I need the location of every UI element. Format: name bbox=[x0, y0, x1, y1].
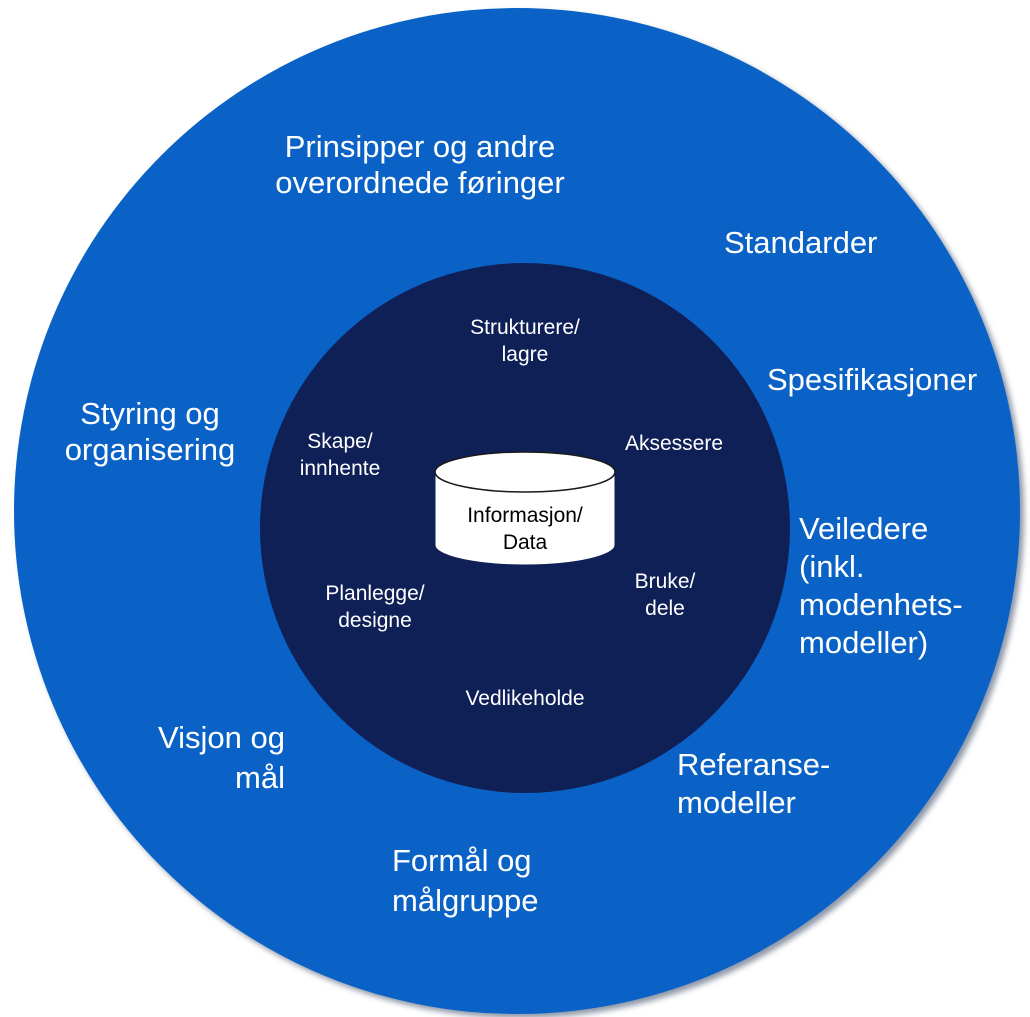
label-guides-line-3: modenhets- bbox=[799, 587, 963, 622]
label-purpose-line-1: Formål og bbox=[392, 843, 532, 878]
label-governance-line-1: Styring og bbox=[80, 396, 220, 431]
label-reference-models: Referanse- modeller bbox=[677, 746, 830, 822]
label-use-line-2: dele bbox=[645, 597, 685, 620]
label-vision: Visjon og mål bbox=[120, 718, 285, 798]
label-reference-models-line-1: Referanse- bbox=[677, 747, 831, 782]
label-structure: Strukturere/ lagre bbox=[425, 314, 625, 368]
label-center-data-line-1: Informasjon/ bbox=[467, 504, 583, 527]
label-structure-line-1: Strukturere/ bbox=[470, 316, 580, 339]
label-governance-line-2: organisering bbox=[64, 432, 236, 467]
label-specifications-line-1: Spesifikasjoner bbox=[767, 362, 978, 397]
label-guides-line-1: Veiledere bbox=[799, 511, 929, 546]
label-structure-line-2: lagre bbox=[501, 343, 549, 366]
label-maintain: Vedlikeholde bbox=[425, 685, 625, 712]
label-use: Bruke/ dele bbox=[615, 568, 715, 622]
label-maintain-line-1: Vedlikeholde bbox=[465, 687, 585, 710]
label-guides-line-2: (inkl. bbox=[799, 549, 865, 584]
label-purpose-line-2: målgruppe bbox=[392, 883, 539, 918]
database-cylinder-icon bbox=[434, 451, 616, 566]
label-principles: Prinsipper og andre overordnede føringer bbox=[236, 129, 604, 201]
label-access-line-1: Aksessere bbox=[625, 432, 724, 455]
label-standards-line-1: Standarder bbox=[724, 225, 878, 260]
label-create-line-1: Skape/ bbox=[307, 430, 373, 453]
label-use-line-1: Bruke/ bbox=[634, 570, 696, 593]
label-vision-line-1: Visjon og bbox=[158, 720, 285, 755]
label-plan: Planlegge/ designe bbox=[290, 580, 460, 634]
label-reference-models-line-2: modeller bbox=[677, 785, 796, 820]
label-principles-line-2: overordnede føringer bbox=[275, 165, 565, 200]
label-guides-line-4: modeller) bbox=[799, 625, 929, 660]
label-create: Skape/ innhente bbox=[270, 428, 410, 482]
label-plan-line-1: Planlegge/ bbox=[325, 582, 425, 605]
label-guides: Veiledere (inkl. modenhets- modeller) bbox=[799, 510, 963, 662]
label-create-line-2: innhente bbox=[299, 457, 381, 480]
label-vision-line-2: mål bbox=[235, 760, 285, 795]
label-center-data-line-2: Data bbox=[502, 531, 548, 554]
label-standards: Standarder bbox=[724, 225, 877, 261]
label-plan-line-2: designe bbox=[338, 609, 412, 632]
label-purpose: Formål og målgruppe bbox=[392, 841, 538, 921]
label-center-data: Informasjon/ Data bbox=[425, 502, 625, 556]
label-access: Aksessere bbox=[625, 430, 723, 457]
label-specifications: Spesifikasjoner bbox=[767, 362, 977, 398]
label-governance: Styring og organisering bbox=[45, 396, 255, 468]
label-principles-line-1: Prinsipper og andre bbox=[284, 129, 556, 164]
